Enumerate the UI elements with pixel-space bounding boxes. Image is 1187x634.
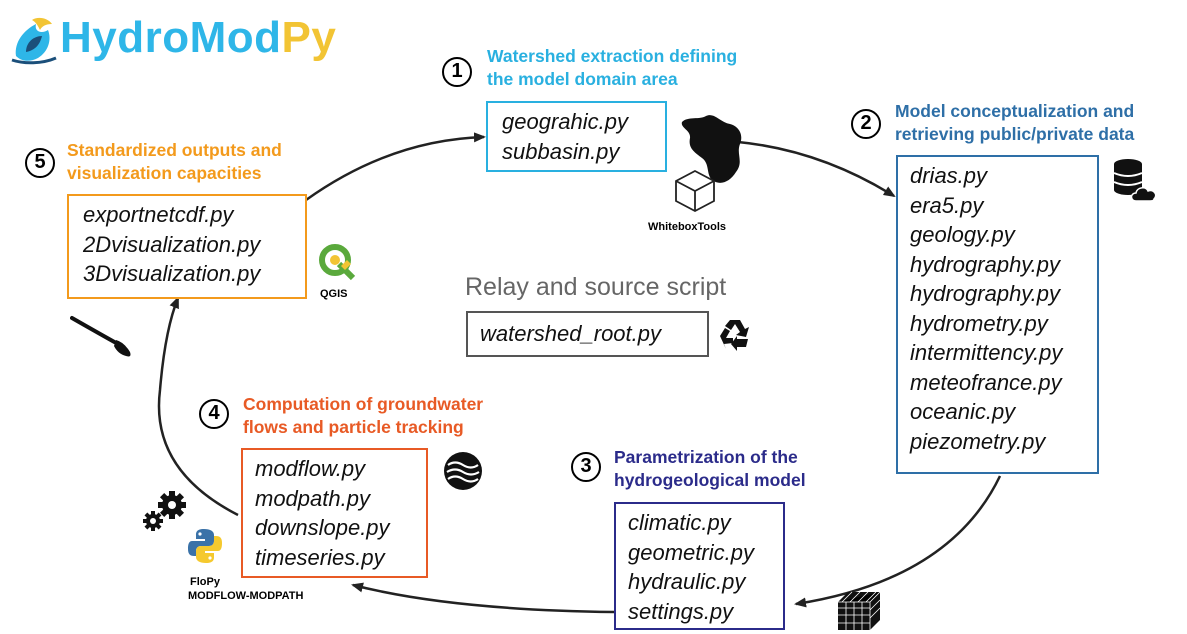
step-2-file: meteofrance.py: [910, 369, 1062, 395]
step-1-title-line-1: Watershed extraction defining: [487, 46, 738, 66]
step-5-title-line-2: visualization capacities: [67, 163, 262, 183]
step-3-file: settings.py: [628, 598, 734, 624]
database-cloud-icon: [1113, 159, 1157, 202]
relay-script: watershed_root.py: [480, 321, 661, 346]
step-3-file: hydraulic.py: [628, 569, 746, 594]
step-1-file-box: geograhic.py subbasin.py: [486, 101, 667, 172]
python-icon: [188, 529, 222, 563]
arrow-5-to-1: [305, 132, 486, 202]
step-1-title-line-2: the model domain area: [487, 69, 678, 89]
step-3-file: geometric.py: [628, 539, 754, 565]
step-2-title: Model conceptualization and retrieving p…: [895, 100, 1134, 146]
step-5-title-line-1: Standardized outputs and: [67, 140, 282, 160]
step-3-title-line-1: Parametrization of the: [614, 447, 798, 467]
step-1-number: 1: [442, 57, 472, 87]
step-3-file: climatic.py: [628, 510, 731, 535]
step-4-file: timeseries.py: [255, 544, 385, 570]
step-4-title: Computation of groundwater flows and par…: [243, 393, 483, 439]
step-1-file: geograhic.py: [502, 109, 628, 134]
flopy-label: FloPy: [190, 576, 220, 588]
step-2-title-line-1: Model conceptualization and: [895, 101, 1135, 121]
logo-text-hydromod: HydroMod: [60, 13, 282, 62]
water-waves-icon: [444, 452, 482, 490]
paint-brush-icon: [70, 316, 131, 357]
modflow-label: MODFLOW-MODPATH: [188, 590, 304, 602]
step-5-file: 2Dvisualization.py: [83, 231, 261, 257]
step-2-file: geology.py: [910, 222, 1015, 247]
step-4-file: downslope.py: [255, 515, 390, 540]
arrow-3-to-4: [351, 582, 615, 614]
step-5-file: 3Dvisualization.py: [83, 261, 261, 286]
step-4-title-line-2: flows and particle tracking: [243, 417, 464, 437]
whitebox-cube-icon: [675, 169, 715, 213]
step-2-file-box: drias.py era5.py geology.py hydrography.…: [896, 155, 1099, 474]
relay-title: Relay and source script: [465, 273, 727, 301]
step-3-file-box: climatic.py geometric.py hydraulic.py se…: [614, 502, 785, 630]
step-3-title-line-2: hydrogeological model: [614, 470, 806, 490]
step-2-file: oceanic.py: [910, 399, 1016, 424]
whitebox-label: WhiteboxTools: [648, 221, 727, 233]
grid-cube-icon: [838, 591, 881, 630]
step-3-number: 3: [571, 452, 601, 482]
recycle-icon: [720, 320, 749, 351]
step-4-title-line-1: Computation of groundwater: [243, 394, 484, 414]
step-4-file-box: modflow.py modpath.py downslope.py times…: [241, 448, 428, 578]
step-1-file: subbasin.py: [502, 138, 620, 164]
arrow-4-to-5: [157, 296, 239, 517]
step-1-title: Watershed extraction defining the model …: [487, 45, 737, 91]
step-2-file: piezometry.py: [910, 428, 1046, 454]
step-4-number: 4: [199, 399, 229, 429]
step-5-file-box: exportnetcdf.py 2Dvisualization.py 3Dvis…: [67, 194, 307, 299]
step-2-file: hydrometry.py: [910, 310, 1048, 336]
step-2-file: intermittency.py: [910, 340, 1063, 365]
step-4-file: modpath.py: [255, 485, 370, 511]
step-4-file: modflow.py: [255, 456, 366, 481]
step-2-title-line-2: retrieving public/private data: [895, 124, 1135, 144]
step-3-title: Parametrization of the hydrogeological m…: [614, 446, 806, 492]
step-2-file: hydrography.py: [910, 281, 1061, 306]
watershed-icon: [681, 115, 742, 183]
qgis-icon: [319, 244, 356, 281]
step-2-file: hydrography.py: [910, 251, 1061, 277]
step-2-file: drias.py: [910, 163, 988, 188]
qgis-label: QGIS: [320, 288, 348, 300]
logo-mark-icon: [11, 17, 57, 65]
relay-script-box: watershed_root.py: [466, 311, 709, 357]
arrow-1-to-2: [737, 140, 896, 198]
arrow-2-to-3: [794, 475, 1002, 608]
step-2-file: era5.py: [910, 192, 984, 218]
step-5-file: exportnetcdf.py: [83, 202, 234, 227]
logo-text-py: Py: [281, 13, 337, 62]
gears-icon: [143, 491, 186, 531]
app-logo: HydroModPy: [60, 12, 336, 64]
step-2-number: 2: [851, 109, 881, 139]
step-5-title: Standardized outputs and visualization c…: [67, 139, 282, 185]
step-5-number: 5: [25, 148, 55, 178]
